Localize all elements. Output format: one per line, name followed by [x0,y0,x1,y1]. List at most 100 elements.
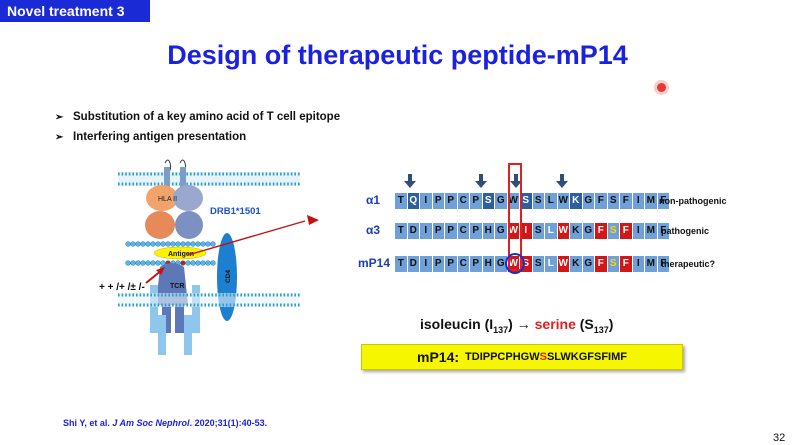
residue-cell: P [470,223,482,239]
residue-cell: S [520,193,532,209]
residue-cell: P [470,256,482,272]
residue-cell: I [420,193,432,209]
residue-cell: W [557,193,569,209]
residue-cell: I [520,223,532,239]
residue-cell: T [395,223,407,239]
residue-cell: P [432,193,444,209]
mutation-arrow-icon [556,174,568,188]
residue-cell: I [632,193,644,209]
mutation-arrow-icon [510,174,522,188]
sequence-description: pathogenic [661,226,710,236]
residue-cell: G [582,223,594,239]
residue-cell: T [395,193,407,209]
residue-cell: P [445,256,457,272]
residue-cell: F [595,223,607,239]
bullet-arrow-icon: ➢ [55,111,64,123]
sequence-label: mP14 [358,256,391,270]
residue-cell: M [645,193,657,209]
residue-cell: S [532,193,544,209]
sequence-description: non-pathogenic [659,196,727,206]
residue-cell: F [657,223,669,239]
antigen-label: Antigen [168,251,194,258]
residue-cell: G [495,256,507,272]
residue-cell: F [620,193,632,209]
substitution-arrow-icon: → [516,316,531,332]
residue-cell: D [407,256,419,272]
residue-cell: H [482,256,494,272]
allele-label: DRB1*1501 [210,206,261,217]
peptide-chain-upper [125,241,216,247]
pointer-arrowhead-icon [307,215,319,225]
residue-cell: P [445,193,457,209]
hla-ii-label: HLA II [158,196,177,203]
residue-cell: F [657,256,669,272]
bullet-arrow-icon: ➢ [55,131,64,143]
residue-cell: S [607,193,619,209]
residue-cell: P [432,256,444,272]
mutation-arrow-icon [404,174,416,188]
residue-cell: S [482,193,494,209]
residue-cell: C [457,256,469,272]
pointer-arrow [187,220,306,256]
residue-cell: I [632,223,644,239]
residue-cell: G [582,256,594,272]
residue-cell: C [457,223,469,239]
residue-cell: S [532,256,544,272]
page-number: 32 [773,432,786,444]
hla-tcr-diagram: HLA II Antigen CD4 TCR [118,159,306,355]
substitution-text: isoleucin (I137) → serine (S137) [420,316,614,335]
residue-cell: F [595,256,607,272]
residue-cell: S [607,223,619,239]
mutation-arrow-icon [475,174,487,188]
residue-cell: I [420,223,432,239]
bullet-item: ➢Substitution of a key amino acid of T c… [55,111,341,123]
cd4-label: CD4 [225,270,232,283]
residue-cell: W [557,223,569,239]
section-tag: Novel treatment 3 [0,0,150,22]
residue-cell: L [545,223,557,239]
residue-cell: P [470,193,482,209]
reference-citation: Shi Y, et al. J Am Soc Nephrol. 2020;31(… [63,418,268,428]
antigen-peptide [153,246,207,260]
residue-cell: W [557,256,569,272]
residue-cell: P [432,223,444,239]
residue-cell: G [582,193,594,209]
hla-ii-molecule [145,159,203,239]
laser-pointer-dot [657,83,666,92]
bullet-item: ➢Interfering antigen presentation [55,131,247,143]
residue-cell: M [645,256,657,272]
cell-membrane-top [118,172,300,186]
genotype-label: + + /+ /± /- [99,282,145,293]
residue-cell: G [495,193,507,209]
cell-membrane-bottom [118,293,300,307]
residue-cell: K [570,256,582,272]
residue-cell: W [507,193,519,209]
residue-cell: S [607,256,619,272]
slide-title: Design of therapeutic peptide-mP14 [167,40,628,70]
residue-cell: K [570,193,582,209]
residue-cell: F [620,223,632,239]
residue-cell: F [595,193,607,209]
substitution-circle [505,253,525,274]
residue-cell: K [570,223,582,239]
residue-cell: L [545,193,557,209]
residue-cell: L [545,256,557,272]
residue-cell: S [532,223,544,239]
residue-cell: Q [407,193,419,209]
tcr-molecule [150,263,200,355]
residue-cell: T [395,256,407,272]
residue-cell: W [507,223,519,239]
residue-cell: F [620,256,632,272]
residue-cell: C [457,193,469,209]
tcr-label: TCR [170,283,184,290]
bullet-list: ➢Substitution of a key amino acid of T c… [55,107,340,147]
residue-cell: D [407,223,419,239]
residue-cell: G [495,223,507,239]
genotype-arrowhead-icon [156,267,165,275]
sequence-label: α3 [366,223,381,237]
residue-cell: I [632,256,644,272]
mp14-sequence-box: mP14: TDIPPCPHGWSSLWKGFSFIMF [361,344,683,370]
